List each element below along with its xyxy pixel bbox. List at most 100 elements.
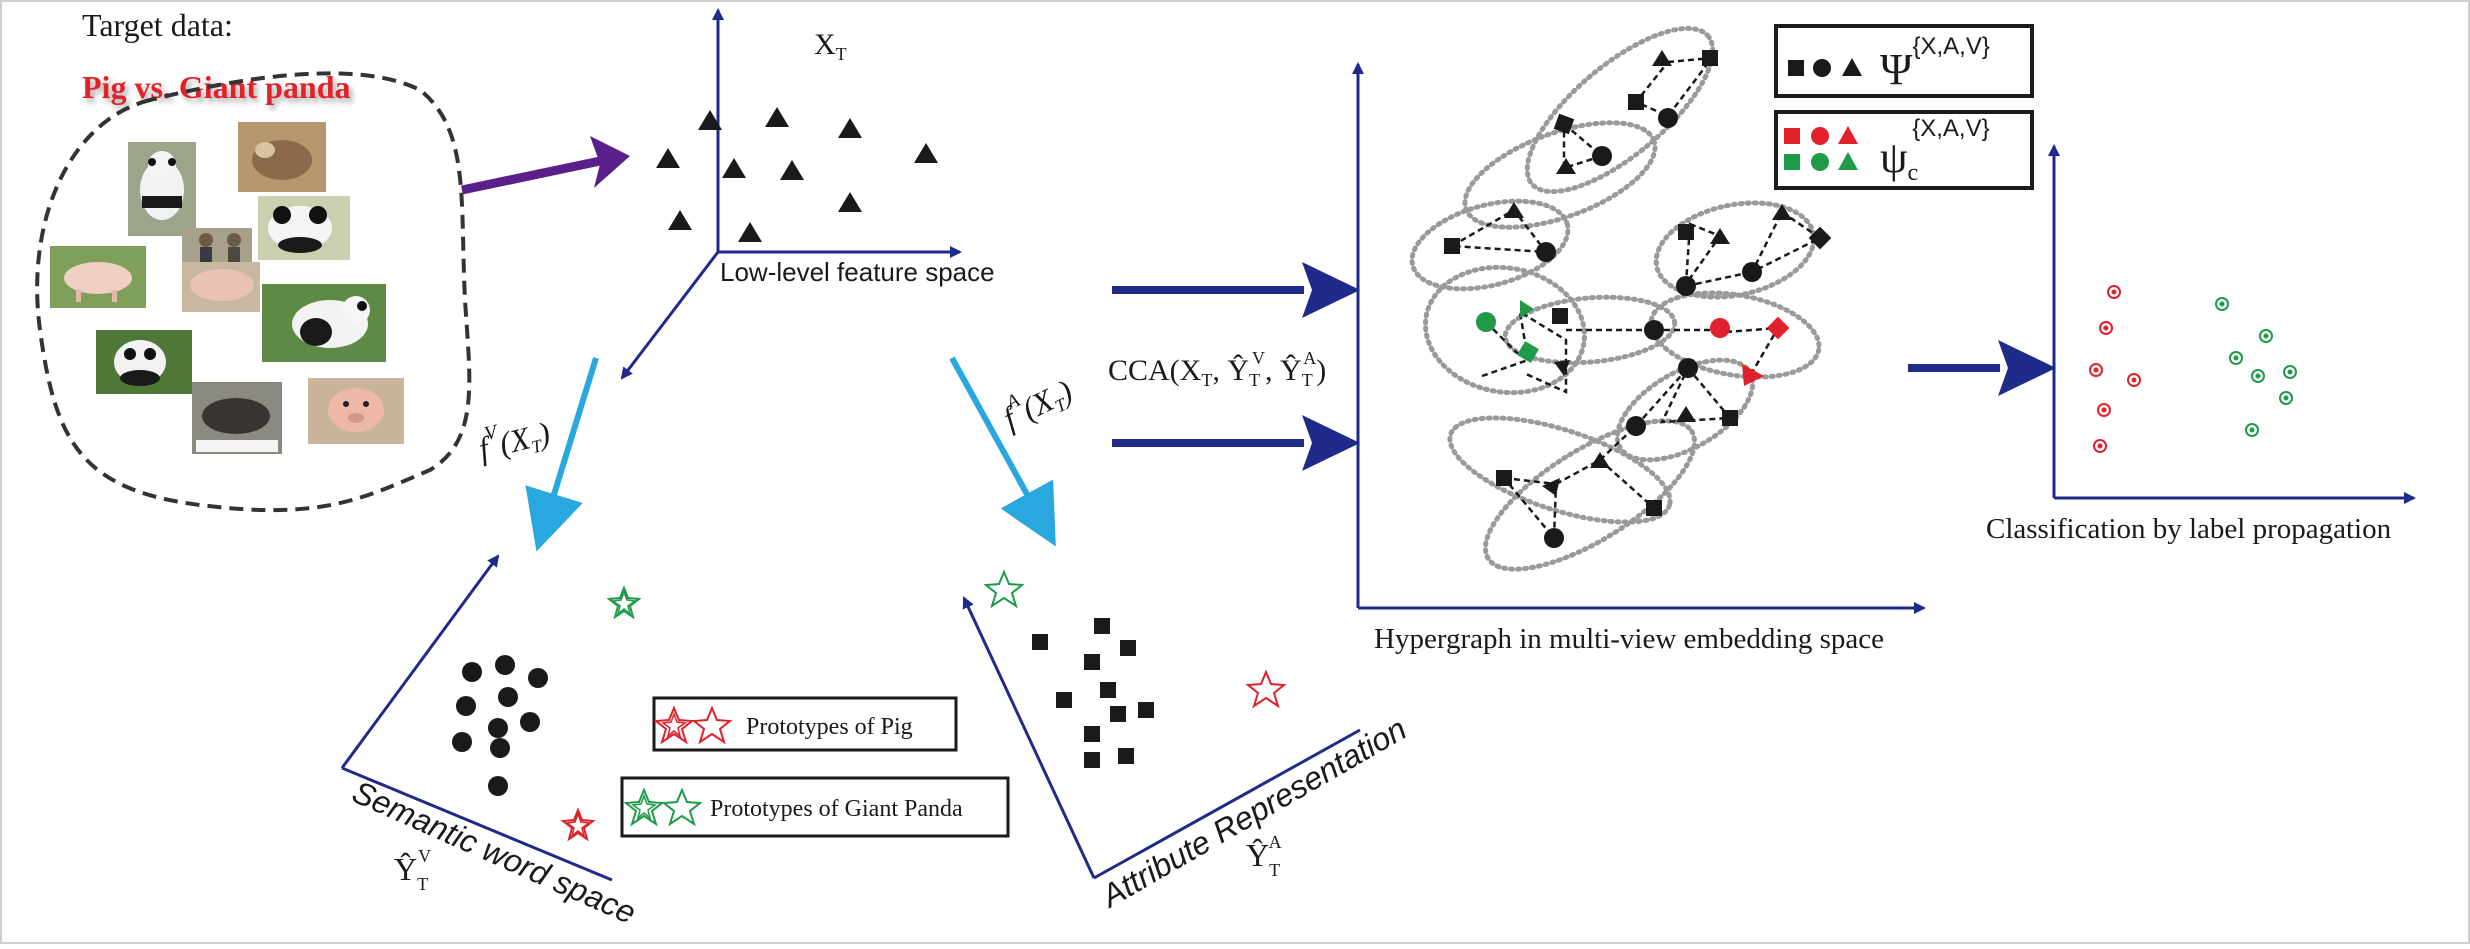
pig-predictions [2089,285,2141,453]
panda-prediction-center [2287,369,2293,375]
target-data-boundary [35,71,472,513]
attribute-square [1118,748,1134,764]
feature-triangle [838,192,862,212]
legend-panda-label: Prototypes of Giant Panda [710,796,963,822]
semantic-dot [488,718,508,738]
psic-green-triangle-icon [1838,152,1858,170]
semantic-x-axis [341,766,613,882]
panda-photo [258,196,350,260]
target-heading: Target data: [82,7,233,43]
fv-mapping-arrow [525,357,599,552]
panda-prototype-star [606,585,642,620]
feature-triangle [780,160,804,180]
people-photo [182,228,252,268]
feature-triangle [656,148,680,168]
attribute-y-sup: A [1269,832,1282,852]
semantic-dot [456,696,476,716]
hypergraph-triangle [1504,202,1524,218]
cca-comma2: , Ŷ [1265,354,1302,387]
hypergraph-dot [1592,146,1612,166]
hypergraph-triangle [1710,228,1730,244]
classification-space: Classification by label propagation [1986,144,2416,545]
attribute-square [1084,726,1100,742]
semantic-dot [520,712,540,732]
hypergraph-triangle [1556,158,1576,174]
panda-prototype-star-inner [611,589,637,617]
hypergraph-panda-square [1517,341,1539,363]
psi-legend: Ψ{X,A,V} ψc{X,A,V} [1774,24,2034,190]
feature-space-label: Low-level feature space [720,257,995,287]
hypergraph-square [1552,308,1568,324]
attribute-square [1032,634,1048,650]
hypergraph-dot [1536,242,1556,262]
hyperedge [1524,25,1716,195]
hypergraph-pig-square [1766,316,1790,340]
hypergraph-space: Hypergraph in multi-view embedding space [1352,25,1926,655]
pig-prediction [2093,439,2107,453]
cca-arrow-bottom-head [1302,415,1360,471]
hypergraph-panda-triangle [1520,300,1534,318]
attribute-square [1056,692,1072,708]
panda-prediction-center [2283,395,2289,401]
target-to-feature-arrow [461,155,606,195]
pig-prediction-center [2103,325,2109,331]
pig-photo [50,246,146,308]
panda-prediction-center [2255,373,2261,379]
semantic-y: Ŷ [394,851,417,887]
attribute-square [1084,654,1100,670]
panda-photo [262,284,386,362]
panda-prediction-center [2263,333,2269,339]
semantic-dot [488,776,508,796]
psic-symbol-text: ψ [1880,133,1908,182]
panda-prediction-center [2233,355,2239,361]
hypergraph-panda-dot [1476,312,1496,332]
feature-triangle [914,143,938,163]
attribute-square [1084,752,1100,768]
pig-prototype-star [560,807,596,842]
feature-triangle [668,210,692,230]
panda-predictions [2215,297,2297,437]
target-photos [50,122,404,454]
panda-prediction [2279,391,2293,405]
legend-pig: Prototypes of Pig [652,696,958,752]
legend-pig-star-outline [691,705,733,745]
pig-prediction-center [2097,443,2103,449]
cca-v: V [1252,348,1265,368]
hypergraph-square [1628,94,1644,110]
low-level-feature-space: XT Low-level feature space [620,8,995,380]
pig-prediction-center [2111,289,2117,295]
attribute-square [1110,706,1126,722]
legend-panda-star-filled [623,787,665,827]
attribute-y: Ŷ [1246,837,1269,873]
hypergraph-triangle [1772,204,1792,220]
hypergraph-dot [1678,358,1698,378]
panda-prototype-star [983,569,1025,609]
cca-t2: T [1249,370,1260,390]
legend-panda: Prototypes of Giant Panda [620,776,1010,838]
hyperedge [1447,415,1673,525]
psic-green-dot-icon [1811,153,1829,171]
psi-symbol: Ψ{X,A,V} [1880,33,1990,94]
hyperedges [1409,25,1822,572]
legend-pig-box [652,696,958,752]
attribute-y-axis [962,596,1096,879]
semantic-dot [498,687,518,707]
semantic-dot [462,662,482,682]
panda-prediction [2251,369,2265,383]
hypergraph-dot [1742,262,1762,282]
feature-triangle [838,118,862,138]
attribute-square [1094,618,1110,634]
panda-photo [96,330,192,394]
feature-triangle [738,222,762,242]
psi-dot-icon [1813,59,1831,77]
feature-triangle [722,158,746,178]
feature-variable-label: XT [814,28,847,64]
hypergraph-square [1444,238,1460,254]
pig-prediction-center [2093,367,2099,373]
classification-arrowhead [1998,340,2056,396]
cca-t3: T [1302,370,1313,390]
pig-prediction [2089,363,2103,377]
hyperedge [1648,290,1822,380]
semantic-points [452,655,548,796]
hyperedge [1422,264,1588,396]
